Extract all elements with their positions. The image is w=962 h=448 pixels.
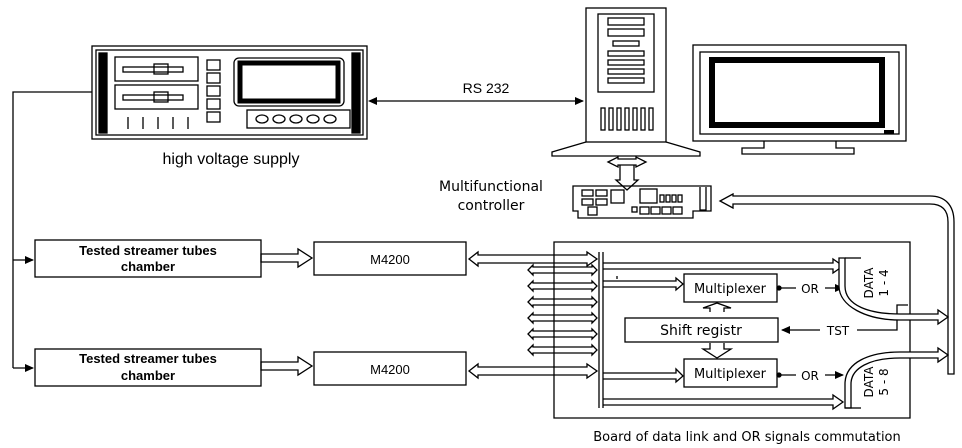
m4200-bottom-box [313,351,467,386]
chamber-1-to-m4200-arrow [260,247,314,269]
hv-feed-wiring [12,91,92,372]
chamber-2-label-line2: chamber [121,368,175,383]
shift-register-label: Shift registr [660,323,742,339]
or-top-label: OR [801,282,819,296]
board-caption: Board of data link and OR signals commut… [593,430,901,445]
high-voltage-supply-device [91,45,368,140]
computer-tower [551,7,701,157]
data-bottom-label-line1: DATA [862,366,876,398]
chamber-2-to-m4200-arrow [260,355,314,377]
chamber-1-label-line2: chamber [121,259,175,274]
mf-controller-label-line2: controller [458,198,525,214]
multiplexer-bottom-label: Multiplexer [694,367,767,382]
m4200-top-data-link [467,250,599,268]
computer-monitor [692,44,907,155]
multifunctional-controller-card [572,185,712,219]
hv-supply-label: high voltage supply [163,151,300,168]
tst-label: TST [826,324,850,338]
data-return-ribbon [718,192,955,375]
rs232-label: RS 232 [463,80,510,96]
commutation-board [527,241,950,419]
or-bottom-label: OR [801,369,819,383]
multiplexer-top-label: Multiplexer [694,282,767,297]
mf-controller-label-line1: Multifunctional [439,179,543,195]
m4200-top-label: M4200 [370,252,410,267]
chamber-2-label-line1: Tested streamer tubes [79,351,217,366]
m4200-bottom-data-link [467,362,599,380]
m4200-bottom-label: M4200 [370,362,410,377]
pc-controller-bus-arrow [606,155,648,191]
data-top-label-line2: 1 - 4 [877,269,891,296]
chamber-1-label-line1: Tested streamer tubes [79,243,217,258]
m4200-top-box [313,241,467,276]
data-bottom-label-line2: 5 - 8 [877,368,891,395]
data-top-label-line1: DATA [862,267,876,299]
